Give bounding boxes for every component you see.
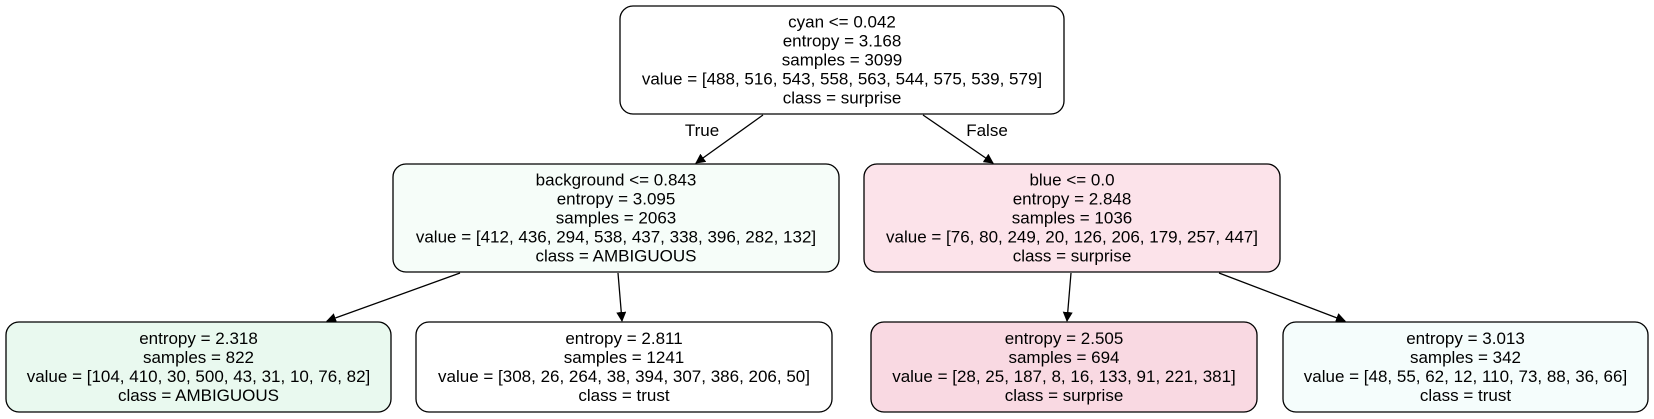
node-line: entropy = 2.318	[139, 329, 258, 348]
edges-layer: True False	[326, 114, 1346, 323]
node-line: samples = 342	[1410, 348, 1521, 367]
node-line: entropy = 3.013	[1406, 329, 1525, 348]
node-line: samples = 3099	[782, 51, 903, 70]
node-line: entropy = 2.811	[565, 329, 682, 348]
node-box	[619, 5, 1065, 115]
node-box	[5, 321, 392, 413]
node-line: blue <= 0.0	[1029, 171, 1114, 190]
edge-label-false: False	[966, 121, 1008, 140]
node-line: samples = 694	[1008, 348, 1119, 367]
node-line: value = [412, 436, 294, 538, 437, 338, 3…	[416, 228, 816, 247]
node-line: background <= 0.843	[536, 171, 697, 190]
node-line: value = [488, 516, 543, 558, 563, 544, 5…	[642, 70, 1042, 89]
edge-left-leaf2	[616, 272, 627, 322]
node-line: class = AMBIGUOUS	[118, 386, 279, 405]
node-line: entropy = 2.505	[1005, 329, 1124, 348]
node-box	[415, 321, 833, 413]
node-box	[1282, 321, 1649, 413]
node-line: value = [104, 410, 30, 500, 43, 31, 10, …	[27, 367, 371, 386]
node-line: samples = 822	[143, 348, 254, 367]
edge-right-leaf4	[1218, 272, 1346, 323]
node-line: class = surprise	[1005, 386, 1124, 405]
node-line: entropy = 3.095	[557, 190, 676, 209]
node-line: entropy = 2.848	[1013, 190, 1132, 209]
node-line: value = [308, 26, 264, 38, 394, 307, 386…	[438, 367, 810, 386]
node-line: value = [76, 80, 249, 20, 126, 206, 179,…	[886, 228, 1258, 247]
edge-left-leaf1	[326, 272, 461, 323]
node-line: class = surprise	[1013, 247, 1132, 266]
node-box	[870, 321, 1258, 413]
node-line: value = [48, 55, 62, 12, 110, 73, 88, 36…	[1304, 367, 1627, 386]
node-line: samples = 1036	[1012, 209, 1133, 228]
node-line: value = [28, 25, 187, 8, 16, 133, 91, 22…	[892, 367, 1236, 386]
node-line: samples = 1241	[564, 348, 685, 367]
node-line: class = surprise	[783, 89, 902, 108]
node-line: class = trust	[578, 386, 669, 405]
node-box	[863, 163, 1281, 273]
edge-root-left	[695, 114, 764, 164]
node-line: entropy = 3.168	[783, 32, 902, 51]
node-line: class = AMBIGUOUS	[535, 247, 696, 266]
node-line: samples = 2063	[556, 209, 677, 228]
node-line: cyan <= 0.042	[788, 13, 896, 32]
node-box	[392, 163, 840, 273]
edge-label-true: True	[685, 121, 719, 140]
edge-right-leaf3	[1062, 272, 1073, 322]
edge-root-right	[922, 114, 994, 164]
node-line: class = trust	[1420, 386, 1511, 405]
